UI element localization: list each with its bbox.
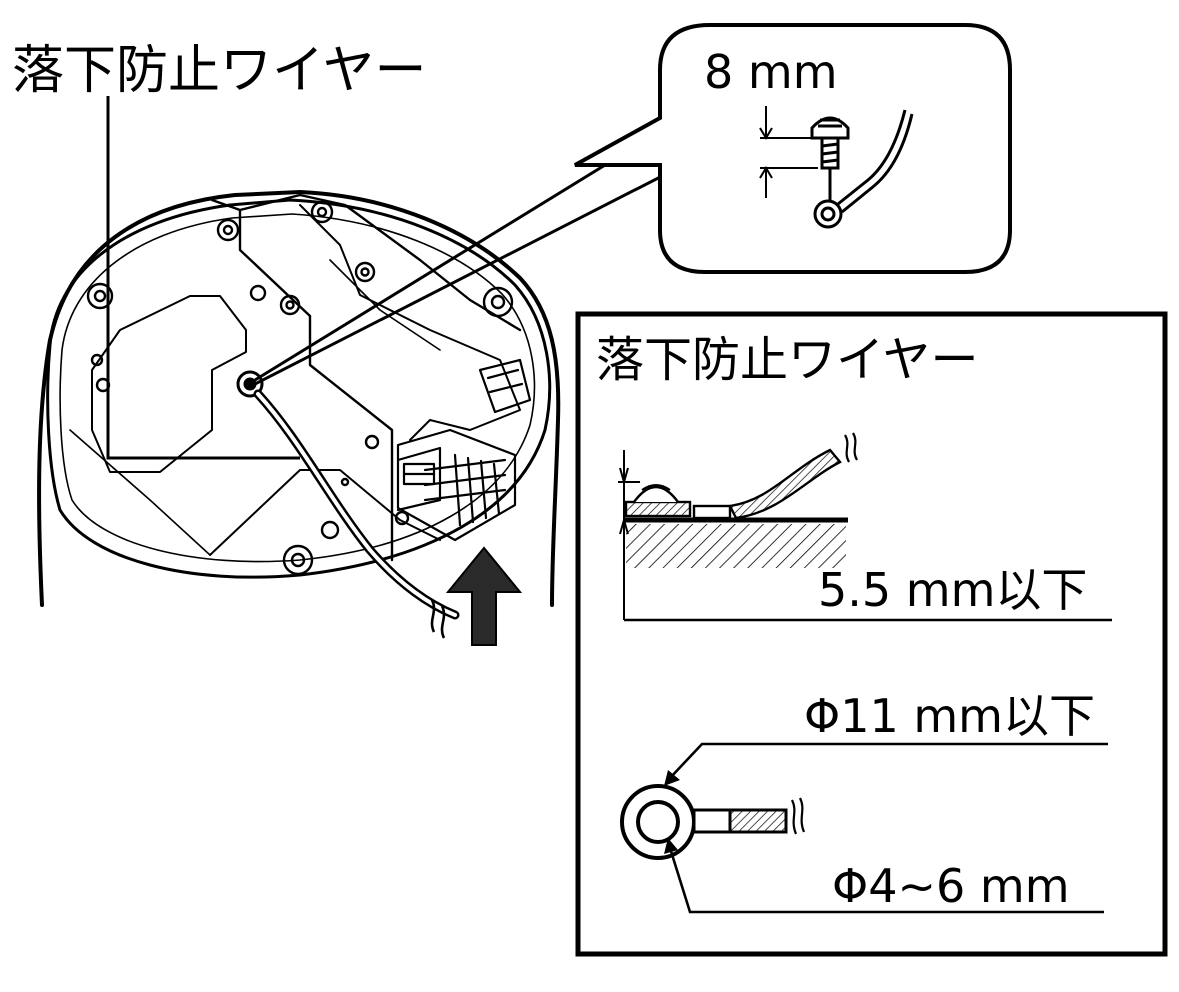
screw-boss: [290, 552, 306, 568]
cross-section: [618, 432, 858, 620]
screw-boss: [490, 294, 506, 310]
ring-section: [692, 504, 732, 520]
plate-inner-frame: [91, 295, 247, 473]
ring-terminal-detail: [620, 784, 806, 860]
mount-screws: [86, 200, 514, 576]
screw-boss: [285, 300, 295, 310]
zoom-screw-length-label: 8 mm: [704, 45, 838, 99]
screw-boss: [249, 284, 267, 302]
plate-lower-edge: [69, 259, 441, 556]
screw-boss: [320, 520, 340, 540]
base-hatch: [626, 524, 846, 568]
screw-boss: [93, 289, 107, 303]
screw-boss: [310, 200, 334, 224]
ring-hole-diameter-label: Φ4~6 mm: [832, 859, 1070, 913]
zoom-screw: [810, 116, 850, 200]
wire-break-icon: [430, 599, 446, 639]
screw-boss: [340, 477, 350, 487]
plate-lower-panel: [209, 469, 441, 556]
wire-section: [728, 448, 842, 520]
main-callout-leader: [106, 96, 300, 460]
screw-boss: [354, 261, 376, 283]
mounting-plate: [210, 193, 522, 562]
terminal-block: [396, 428, 517, 542]
zoom-bubble: [574, 23, 1012, 274]
hole-diameter-arrowhead: [664, 838, 678, 854]
screw-boss: [282, 544, 314, 576]
thickness-limit-label: 5.5 mm以下: [818, 563, 1087, 617]
camera-rim-inner: [59, 213, 536, 563]
screw-boss: [394, 510, 410, 526]
safety-wire-core: [256, 392, 457, 617]
detail-panel-title: 落下防止ワイヤー: [596, 332, 979, 388]
plate-channel: [299, 204, 521, 441]
screw-boss: [364, 434, 380, 450]
side-connector: [478, 358, 532, 414]
screw-boss: [90, 353, 104, 367]
zoom-ring-terminal: [813, 109, 914, 229]
screw-boss: [316, 206, 328, 218]
screw-boss: [216, 218, 240, 242]
screw-boss: [482, 286, 514, 318]
screw-boss: [360, 267, 370, 277]
up-arrow-icon: [445, 546, 523, 646]
main-callout-label: 落下防止ワイヤー: [12, 41, 426, 101]
zoom-leader: [254, 128, 671, 386]
outer-diameter-arrowhead: [664, 770, 680, 786]
hole-diameter-leader: [668, 847, 1104, 914]
ring-outer-diameter-label: Φ11 mm以下: [804, 689, 1095, 743]
screw-boss: [86, 282, 114, 310]
outer-diameter-leader: [669, 742, 1108, 779]
screw-boss: [279, 294, 301, 316]
camera-cylinder-outline: [37, 190, 561, 607]
camera-body: [37, 190, 561, 607]
screw-boss: [222, 224, 234, 236]
screw-head: [624, 500, 692, 518]
zoom-dimension: [759, 106, 818, 198]
